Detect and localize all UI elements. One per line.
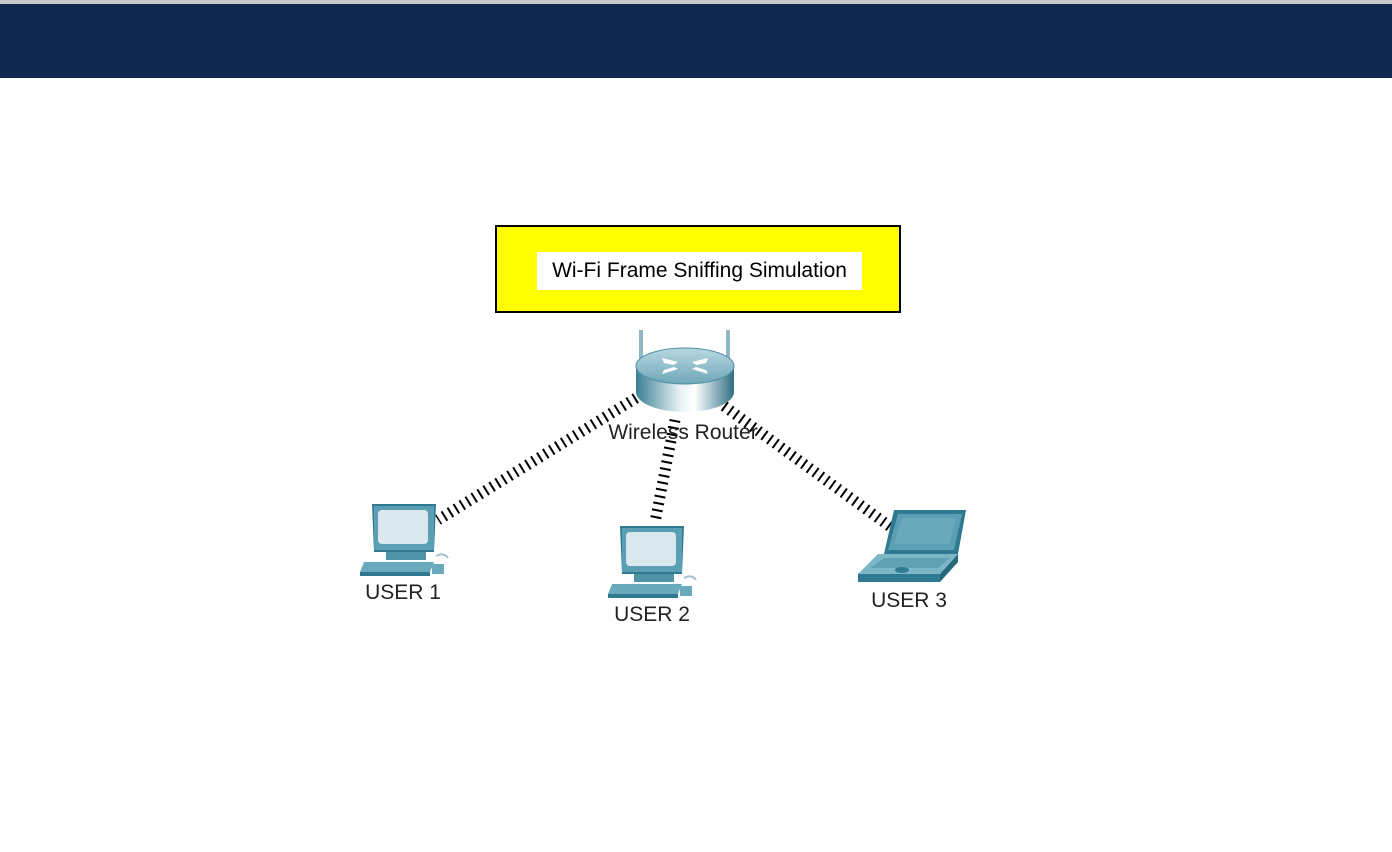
desktop-pc-icon[interactable] [358,500,450,578]
user3-label: USER 3 [871,589,947,612]
user1-label: USER 1 [365,581,441,604]
laptop-icon[interactable] [854,508,968,588]
window-top-border [0,0,1392,4]
desktop-pc-icon[interactable] [606,522,698,600]
diagram-title: Wi-Fi Frame Sniffing Simulation [537,252,862,290]
wireless-router-icon[interactable] [630,328,740,418]
router-label: Wireless Router [608,421,758,444]
user2-label: USER 2 [614,603,690,626]
header-bar [0,4,1392,78]
title-note[interactable]: Wi-Fi Frame Sniffing Simulation [495,225,901,313]
wireless-link-user1[interactable] [435,393,639,525]
